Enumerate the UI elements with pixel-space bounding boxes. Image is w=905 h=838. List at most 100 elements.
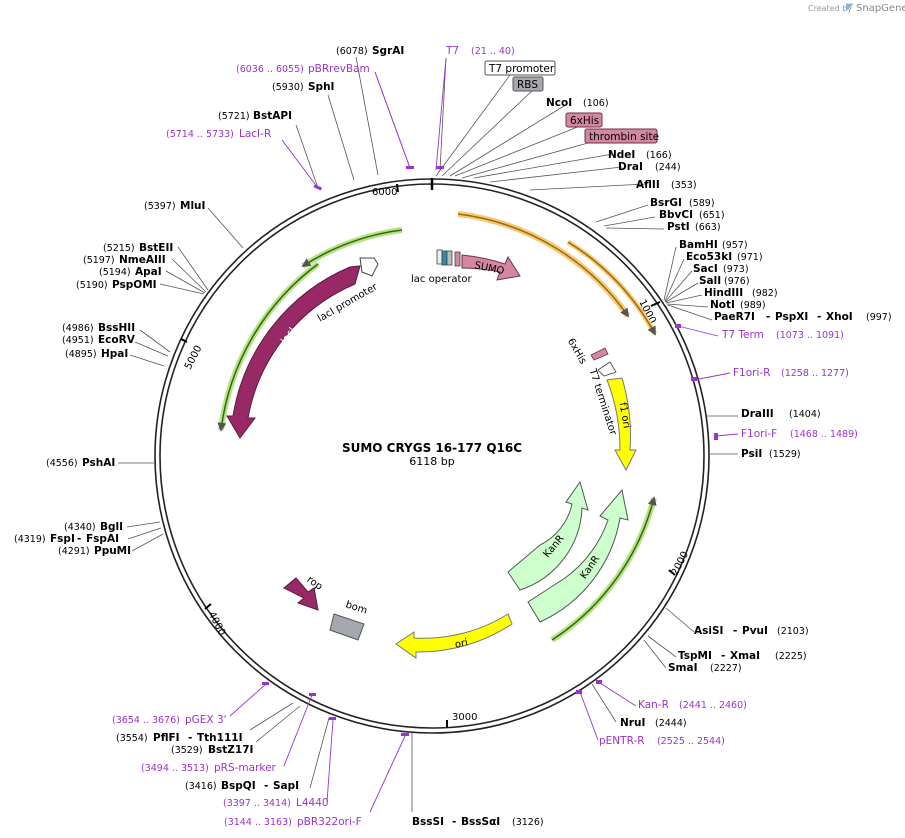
drai1-name: DraI — [618, 161, 643, 173]
pentr-r-range: (2525 .. 2544) — [657, 736, 725, 747]
pshai-pos: (4556) — [46, 458, 78, 469]
right-primer-lines — [579, 325, 739, 741]
tick-label-6000: 6000 — [372, 187, 397, 198]
nrui-pos: (2444) — [655, 718, 687, 729]
bstz17i-name: BstZ17I — [208, 744, 253, 756]
t7-name: T7 — [445, 45, 459, 57]
prs-name: pRS-marker — [214, 762, 277, 774]
smai-pos: (2227) — [710, 663, 742, 674]
nmeaiii-name: NmeAIII — [119, 254, 166, 266]
pentr-r-mark — [576, 690, 582, 694]
his6-label-2: 6xHis — [565, 337, 588, 367]
mlui-pos: (5397) — [144, 201, 176, 212]
l4440-mark — [329, 717, 336, 720]
fspai-name: FspAI — [86, 533, 119, 545]
bgli-pos: (4340) — [64, 522, 96, 533]
bsrgi-pos: (589) — [689, 198, 715, 209]
kan-r-range: (2441 .. 2460) — [679, 700, 747, 711]
nmeaiii-pos: (5197) — [83, 255, 115, 266]
apai-pos: (5194) — [99, 267, 131, 278]
credit-brand: SnapGene — [856, 3, 905, 14]
orf-arrow-left-2 — [217, 263, 319, 432]
orf-arrow-right — [551, 496, 657, 641]
bsteii-name: BstEII — [139, 242, 173, 254]
rbs-box — [446, 250, 453, 266]
prs-range: (3494 .. 3513) — [141, 763, 209, 774]
f1ori-f-name: F1ori-F — [741, 428, 777, 440]
kanr-feature-1 — [507, 480, 589, 591]
pentr-r-name: pENTR-R — [599, 735, 645, 747]
kan-r-mark — [596, 680, 602, 684]
pspomi-name: PspOMI — [112, 279, 157, 291]
ppumi-pos: (4291) — [58, 546, 90, 557]
saci-pos: (973) — [723, 264, 749, 275]
orf-glow-top-2 — [566, 239, 658, 336]
right-leader-lines — [591, 204, 738, 723]
fspi-pos: (4319) — [14, 534, 46, 545]
f1ori-feature — [606, 377, 637, 472]
ppumi-name: PpuMI — [94, 545, 131, 557]
f1ori-f-range: (1468 .. 1489) — [790, 429, 858, 440]
tick-6000 — [396, 183, 399, 193]
sali-pos: (976) — [724, 276, 750, 287]
psii-pos: (1529) — [769, 449, 801, 460]
bamhi-pos: (957) — [722, 240, 748, 251]
ndei-name: NdeI — [608, 149, 635, 161]
t7-mark — [436, 166, 444, 169]
t7-range: (21 .. 40) — [471, 46, 515, 57]
rop-label: rop — [305, 574, 325, 592]
prs-mark — [309, 693, 316, 696]
tick-1000 — [650, 301, 661, 307]
ecorv-pos: (4951) — [62, 335, 94, 346]
bsshii-name: BssHII — [98, 322, 135, 334]
tth111i-dash: - — [188, 732, 192, 744]
pgex-range: (3654 .. 3676) — [112, 715, 180, 726]
pspxi-dash: - — [766, 311, 770, 323]
apai-name: ApaI — [135, 266, 162, 278]
pflfi-name: PflFI — [153, 732, 180, 744]
paer7i-pos: (997) — [866, 312, 892, 323]
kan-r-name: Kan-R — [638, 699, 669, 711]
t7-terminator-feature — [597, 361, 617, 377]
t7-promoter-label: T7 promoter — [488, 63, 555, 75]
t7term-name: T7 Term — [721, 329, 764, 341]
thrombin-label: thrombin site — [589, 131, 659, 143]
draiii-name: DraIII — [741, 408, 774, 420]
top-primer-lines — [281, 57, 447, 189]
f1ori-label: f1 ori — [617, 402, 632, 430]
lac-operator-label: lac operator — [411, 274, 472, 285]
bamhi-name: BamHI — [679, 239, 718, 251]
paer7i-name: PaeR7I — [714, 311, 755, 323]
bsssi-name: BssSI — [412, 816, 444, 828]
bstapi-pos: (5721) — [218, 111, 250, 122]
eco53ki-pos: (971) — [737, 252, 763, 263]
mlui-name: MluI — [180, 200, 205, 212]
laci-feature — [226, 265, 361, 439]
orf-arrow-top-2 — [567, 241, 656, 336]
bbvci-name: BbvCI — [659, 209, 693, 221]
drai1-pos: (244) — [655, 162, 681, 173]
t7term-mark — [675, 324, 681, 328]
sphi-name: SphI — [308, 81, 334, 93]
bspqi-name: BspQI — [221, 780, 256, 792]
bsrgi-name: BsrGI — [650, 197, 682, 209]
pvui-name: PvuI — [742, 625, 768, 637]
l4440-range: (3397 .. 3414) — [223, 798, 291, 809]
left-leader-lines — [118, 207, 244, 552]
bsshii-pos: (4986) — [62, 323, 94, 334]
ecorv-name: EcoRV — [98, 334, 136, 346]
pgex-name: pGEX 3' — [185, 714, 227, 726]
tick-4000 — [204, 603, 212, 610]
f1ori-f-mark — [714, 433, 718, 440]
ndei-pos: (166) — [646, 150, 672, 161]
sapi-dash: - — [264, 780, 268, 792]
hindiii-pos: (982) — [752, 288, 778, 299]
tick-label-4000: 4000 — [206, 610, 227, 638]
kanr-feature-2 — [527, 488, 629, 623]
bsteii-pos: (5215) — [103, 243, 135, 254]
ori-feature — [395, 613, 513, 659]
tick-5000 — [180, 338, 188, 343]
f1ori-r-mark — [691, 377, 697, 381]
sapi-name: SapI — [273, 780, 299, 792]
